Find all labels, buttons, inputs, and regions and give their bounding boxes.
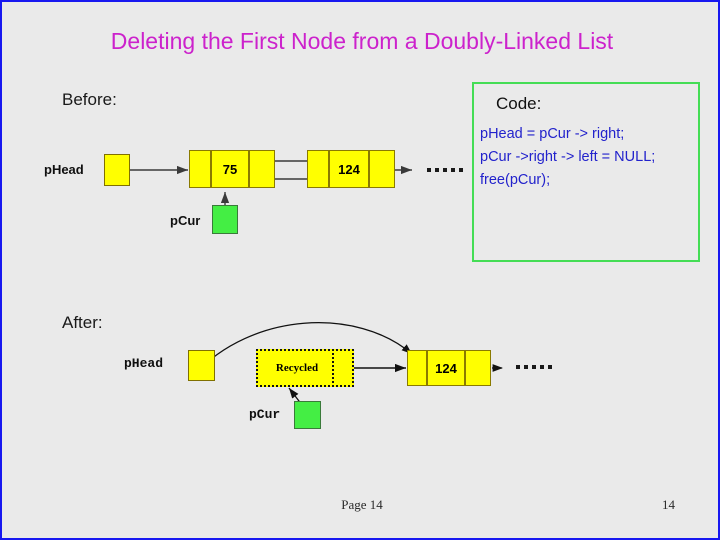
code-line-1: pHead = pCur -> right; [480, 126, 625, 142]
before-section-label: Before: [62, 90, 117, 109]
before-node-124-left-pointer [307, 150, 329, 188]
code-panel-heading: Code: [496, 94, 542, 113]
after-section-label: After: [62, 313, 103, 332]
page-title: Deleting the First Node from a Doubly-Li… [110, 28, 614, 54]
before-pcur-label: pCur [170, 213, 201, 228]
after-node-124-left-pointer [407, 350, 427, 386]
after-recycled-label: Recycled [275, 362, 319, 374]
code-line-3: free(pCur); [480, 172, 551, 188]
after-pcur-label: pCur [249, 407, 281, 422]
after-node-124-data: 124 [427, 350, 465, 386]
before-node-124-right-pointer [369, 150, 395, 188]
before-phead-label: pHead [44, 162, 84, 177]
after-phead-pointer-box [188, 350, 215, 381]
footer-page-label: Page 14 [341, 497, 383, 512]
after-ellipsis [516, 365, 552, 369]
before-node-124-data: 124 [329, 150, 369, 188]
before-ellipsis [427, 168, 463, 172]
before-phead-pointer-box [104, 154, 130, 186]
before-node-75-right-pointer [249, 150, 275, 188]
after-pcur-pointer-box [294, 401, 321, 429]
before-node-75-data: 75 [211, 150, 249, 188]
footer-slide-number: 14 [662, 497, 675, 512]
before-node-124: 124 [307, 150, 395, 188]
after-node-124-right-pointer [465, 350, 491, 386]
code-line-2: pCur ->right -> left = NULL; [480, 149, 656, 165]
after-recycled-divider [332, 353, 334, 383]
after-node-124: 124 [407, 350, 491, 386]
after-phead-label: pHead [124, 356, 164, 371]
before-pcur-pointer-box [212, 205, 238, 234]
before-node-75-left-pointer [189, 150, 211, 188]
code-panel: Code: pHead = pCur -> right; pCur ->righ… [472, 82, 700, 262]
after-recycled-node: Recycled [256, 349, 354, 387]
before-node-75: 75 [189, 150, 275, 188]
